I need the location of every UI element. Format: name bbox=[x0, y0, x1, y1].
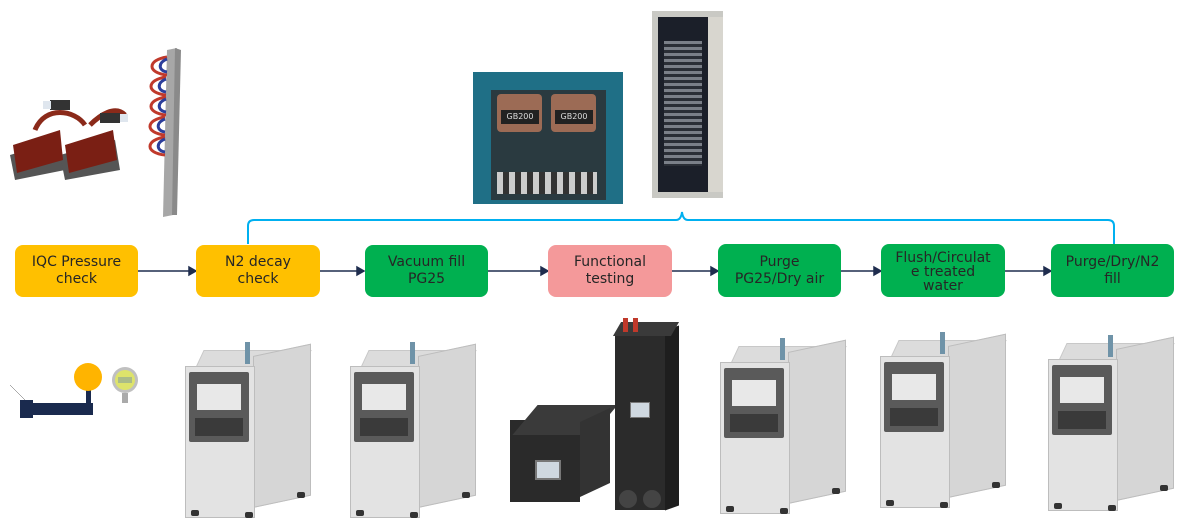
step-label-line: testing bbox=[585, 271, 635, 287]
cdu-units-image bbox=[505, 310, 685, 515]
server-rack-photo-image bbox=[652, 11, 723, 198]
test-cabinet-image bbox=[720, 338, 850, 514]
test-cabinet-image bbox=[350, 342, 480, 518]
gb200-compute-tray-image: GB200 GB200 bbox=[473, 72, 623, 204]
step-label-line: water bbox=[923, 277, 963, 294]
step-label-line: N2 decay bbox=[225, 254, 291, 270]
step-label-line: Functional bbox=[573, 254, 647, 270]
flow-arrows bbox=[138, 265, 1053, 277]
cold-plate-assembly-image bbox=[10, 100, 128, 180]
test-cabinet-image bbox=[880, 332, 1010, 508]
pressure-gauge-setup-image bbox=[9, 363, 138, 418]
step-label-line: IQC Pressure bbox=[31, 254, 122, 270]
step-label-line: check bbox=[237, 271, 279, 287]
step-label-line: e treated bbox=[910, 263, 976, 280]
step-label-line: Purge bbox=[759, 253, 800, 270]
gb200-label: GB200 bbox=[555, 110, 593, 124]
step-label-line: PG25 bbox=[407, 271, 446, 287]
step-label-line: Flush/Circulat bbox=[895, 249, 991, 266]
step-label-line: PG25/Dry air bbox=[734, 270, 825, 287]
gb200-label: GB200 bbox=[501, 110, 539, 124]
step-label-line: fill bbox=[1104, 270, 1121, 287]
manifold-with-hoses-image bbox=[148, 48, 181, 217]
step-label-line: Purge/Dry/N2 bbox=[1065, 253, 1160, 270]
test-cabinet-image bbox=[1048, 335, 1178, 511]
step-label-line: check bbox=[56, 271, 97, 287]
step-label-line: Vacuum fill bbox=[387, 254, 466, 270]
bracket-line bbox=[247, 211, 1115, 244]
test-cabinet-image bbox=[185, 342, 315, 518]
